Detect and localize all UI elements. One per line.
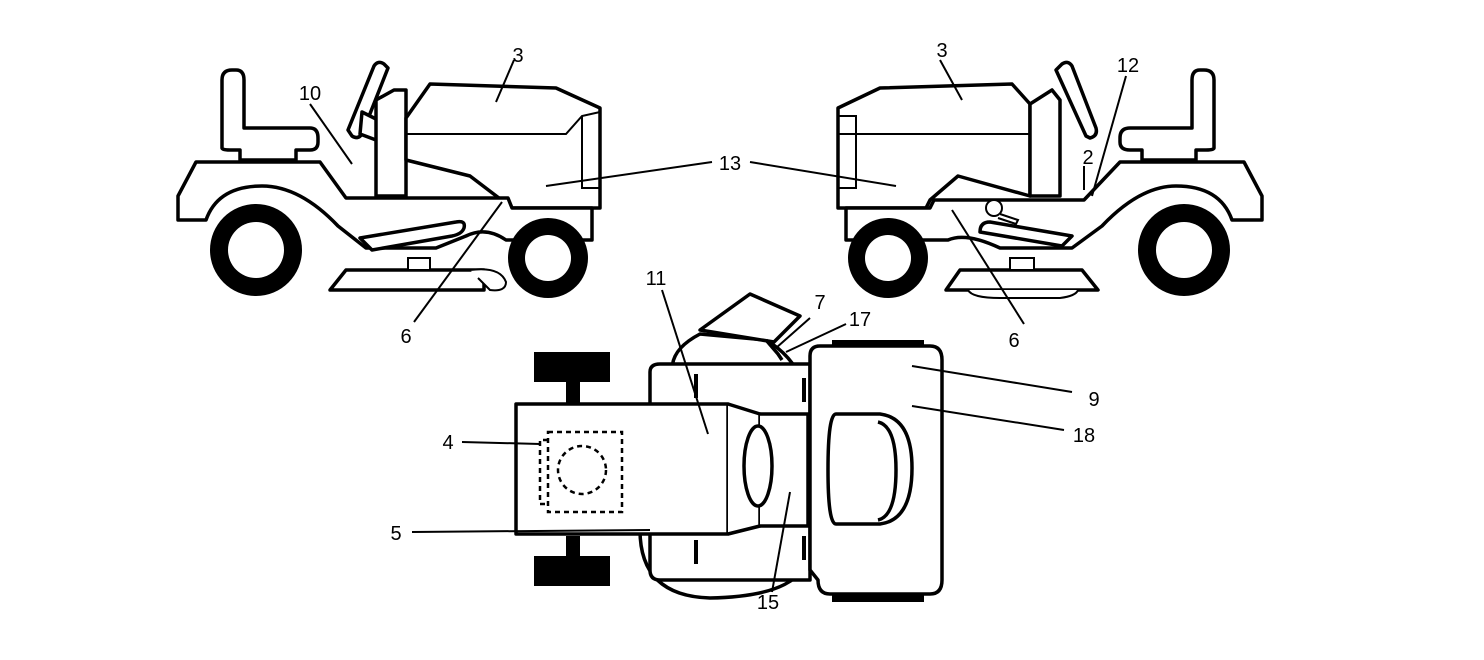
right-steering-wheel [1054,60,1099,140]
right-side-view [836,59,1264,325]
top-view [411,289,1073,602]
label-18: 18 [1073,425,1095,447]
label-11: 11 [646,268,667,290]
top-discharge-chute [698,292,802,344]
top-steering-wheel [742,424,774,508]
right-chassis [844,160,1264,250]
label-12: 12 [1117,55,1139,77]
top-seat-outline [546,430,624,514]
right-dash [1028,88,1062,198]
label-3-left: 3 [512,45,523,67]
left-steering-wheel [346,60,390,140]
right-pedal-knob [985,199,1003,217]
right-pedal [978,220,1074,248]
label-5: 5 [390,523,401,545]
right-hood [836,82,1032,210]
label-3-right: 3 [936,40,947,62]
label-10: 10 [299,83,321,105]
left-dash [374,88,408,198]
label-6-left: 6 [400,326,411,348]
left-pedal [358,219,467,252]
label-4: 4 [442,432,453,454]
left-mower-deck [328,268,486,292]
label-2: 2 [1082,147,1093,169]
left-hood [404,82,602,210]
left-seat [220,68,320,162]
label-9: 9 [1088,389,1099,411]
top-rear-wheel-right [534,556,610,586]
label-7: 7 [814,292,825,314]
label-6-right: 6 [1008,330,1019,352]
label-15: 15 [757,592,779,614]
label-13: 13 [719,153,741,175]
right-seat [1118,68,1216,162]
right-mower-deck [944,268,1100,292]
left-side-view [176,59,602,323]
top-rear-wheel-left [534,352,610,382]
label-17: 17 [849,309,871,331]
